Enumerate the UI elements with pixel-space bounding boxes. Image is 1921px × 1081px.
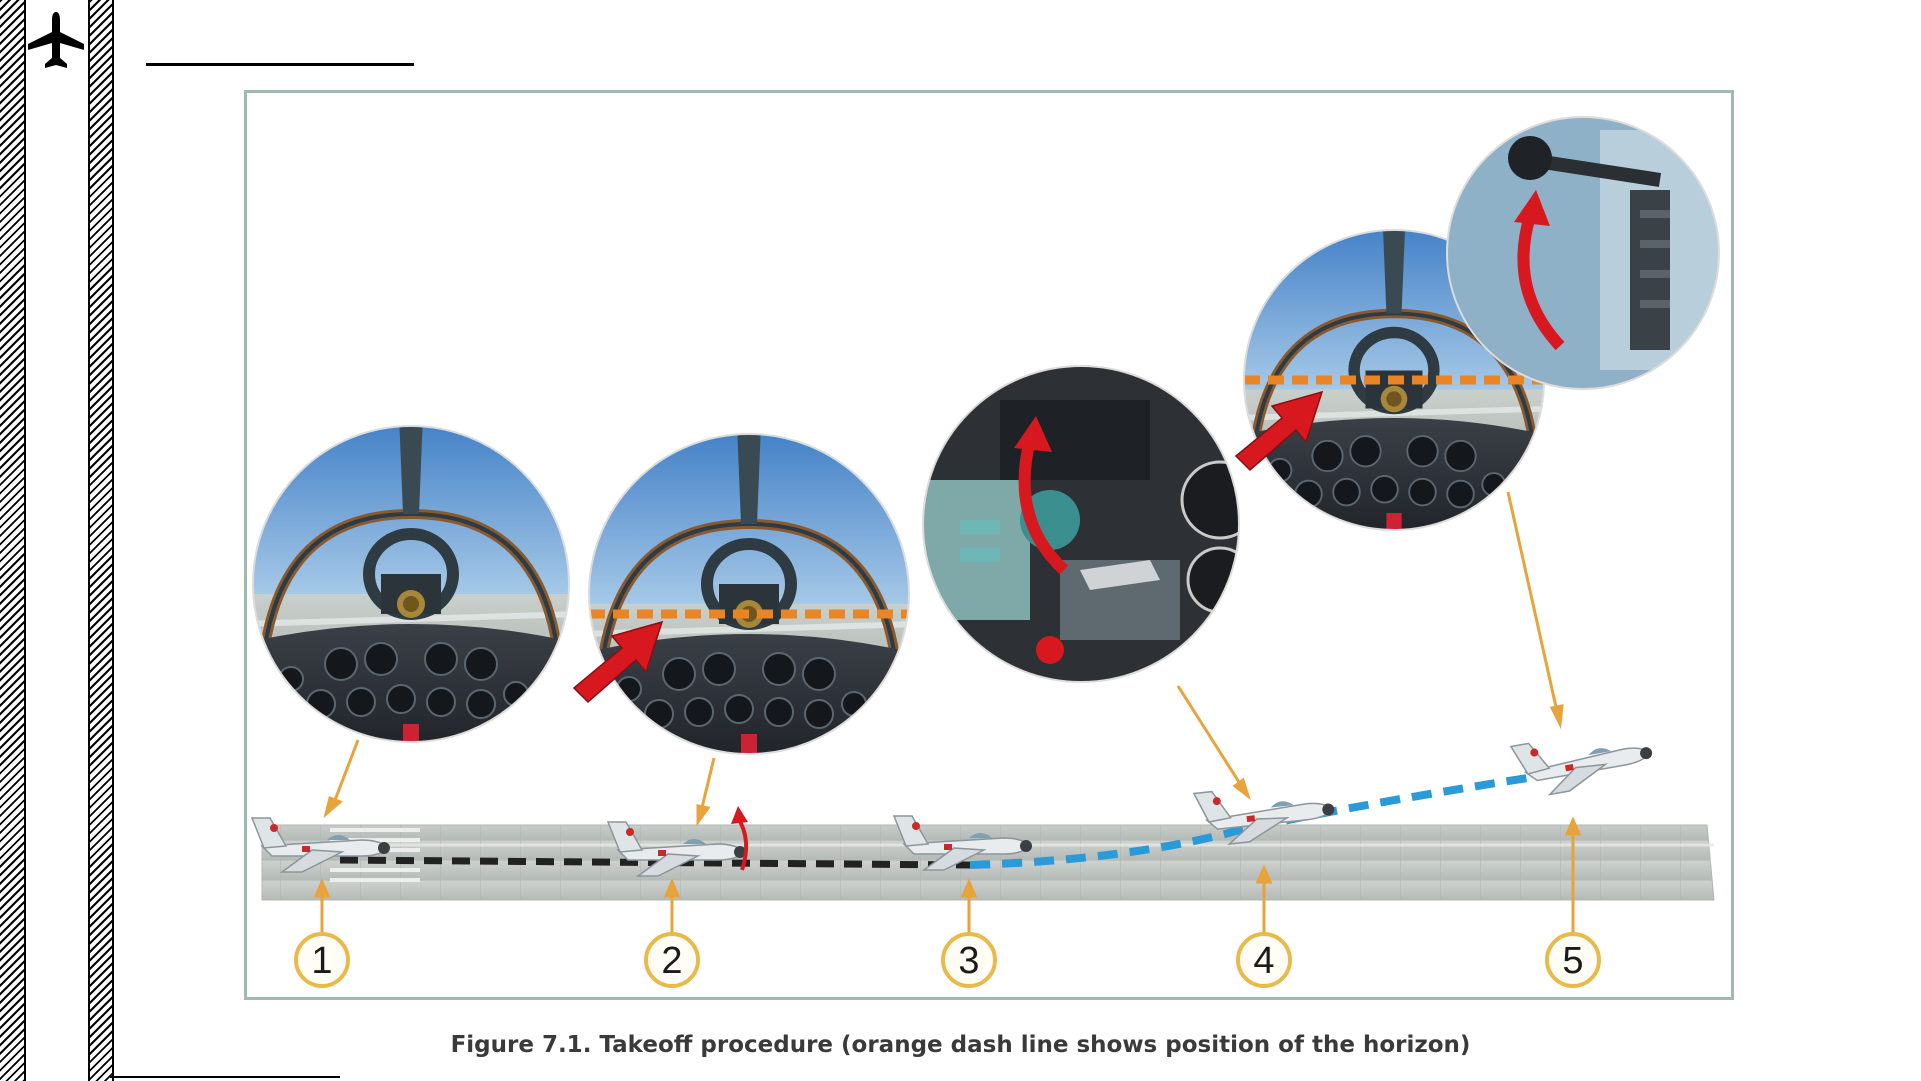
step-badge-5: 5 — [1547, 934, 1599, 986]
pitch-up-arrowhead — [731, 806, 748, 824]
figure-caption: Figure 7.1. Takeoff procedure (orange da… — [0, 1032, 1921, 1058]
step-badge-1: 1 — [296, 934, 348, 986]
cockpit-view-step-2 — [579, 424, 919, 764]
step-badges: 1 2 3 4 5 — [296, 934, 1599, 986]
step-number-3: 3 — [958, 940, 979, 982]
step-badge-2: 2 — [646, 934, 698, 986]
step-number-5: 5 — [1562, 940, 1583, 982]
step-number-1: 1 — [311, 940, 332, 982]
aircraft-step-5 — [1511, 723, 1656, 800]
step-badge-4: 4 — [1238, 934, 1290, 986]
step-badge-3: 3 — [943, 934, 995, 986]
cockpit-view-step-1 — [241, 414, 581, 754]
bottom-rule — [110, 1076, 340, 1078]
step-number-2: 2 — [661, 940, 682, 982]
step-number-4: 4 — [1253, 940, 1274, 982]
